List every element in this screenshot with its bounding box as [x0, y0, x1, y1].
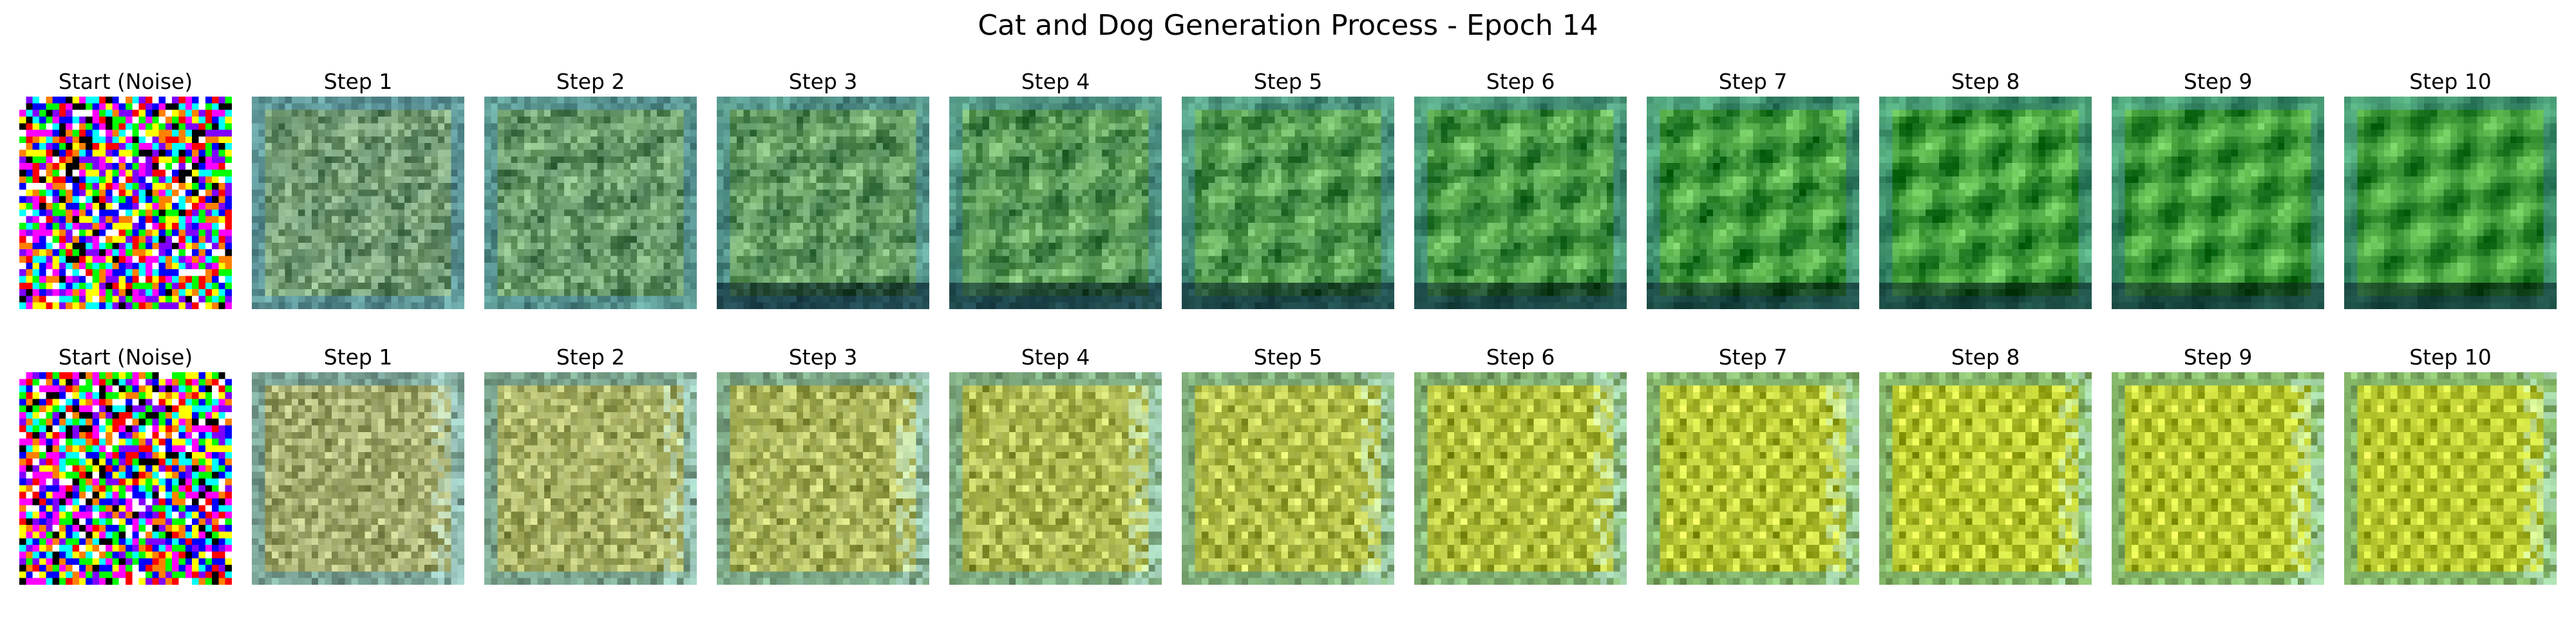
panel-row1-col8: Step 8 — [1879, 67, 2092, 309]
panel-title: Start (Noise) — [58, 69, 193, 94]
panel-title: Step 7 — [1718, 345, 1788, 370]
figure-title: Cat and Dog Generation Process - Epoch 1… — [978, 9, 1598, 42]
panel-title: Step 10 — [2409, 345, 2492, 370]
generated-image — [1647, 372, 1859, 585]
generated-image — [1647, 97, 1859, 309]
panel-row2-col3: Step 3 — [717, 343, 929, 585]
panel-title: Step 5 — [1253, 345, 1323, 370]
panel-row1-col1: Step 1 — [252, 67, 464, 309]
panel-row2-col2: Step 2 — [484, 343, 697, 585]
noise-image — [19, 372, 232, 585]
generated-image — [949, 372, 1162, 585]
panel-row1-col4: Step 4 — [949, 67, 1162, 309]
generated-image — [717, 372, 929, 585]
generated-image — [1879, 372, 2092, 585]
panel-title: Step 6 — [1486, 345, 1555, 370]
panel-title: Step 2 — [556, 69, 625, 94]
panel-row1-col2: Step 2 — [484, 67, 697, 309]
panel-title: Step 3 — [788, 69, 858, 94]
panel-row2-col0: Start (Noise) — [19, 343, 232, 585]
generated-image — [1879, 97, 2092, 309]
panel-title: Step 1 — [323, 69, 393, 94]
panel-row1-col9: Step 9 — [2112, 67, 2324, 309]
panel-title: Step 4 — [1021, 69, 1090, 94]
generated-image — [1414, 372, 1627, 585]
panel-row1-col5: Step 5 — [1182, 67, 1394, 309]
noise-image — [19, 97, 232, 309]
panel-row2-col9: Step 9 — [2112, 343, 2324, 585]
generated-image — [484, 372, 697, 585]
panel-title: Step 5 — [1253, 69, 1323, 94]
generated-image — [1182, 372, 1394, 585]
panel-row1-col6: Step 6 — [1414, 67, 1627, 309]
generated-image — [252, 372, 464, 585]
panel-title: Step 9 — [2183, 69, 2253, 94]
panel-title: Start (Noise) — [58, 345, 193, 370]
generated-image — [2344, 97, 2557, 309]
panel-title: Step 7 — [1718, 69, 1788, 94]
panel-row2-col6: Step 6 — [1414, 343, 1627, 585]
panel-row1-col7: Step 7 — [1647, 67, 1859, 309]
panel-row2-col5: Step 5 — [1182, 343, 1394, 585]
panel-title: Step 6 — [1486, 69, 1555, 94]
panel-row2-col10: Step 10 — [2344, 343, 2557, 585]
panel-row1-col3: Step 3 — [717, 67, 929, 309]
panel-title: Step 9 — [2183, 345, 2253, 370]
panel-title: Step 3 — [788, 345, 858, 370]
generated-image — [1182, 97, 1394, 309]
generated-image — [2112, 372, 2324, 585]
panel-title: Step 4 — [1021, 345, 1090, 370]
generated-image — [484, 97, 697, 309]
generated-image — [2344, 372, 2557, 585]
panel-title: Step 8 — [1951, 69, 2020, 94]
generated-image — [252, 97, 464, 309]
panel-row2-col8: Step 8 — [1879, 343, 2092, 585]
generated-image — [717, 97, 929, 309]
panel-title: Step 10 — [2409, 69, 2492, 94]
panel-title: Step 1 — [323, 345, 393, 370]
panel-row2-col7: Step 7 — [1647, 343, 1859, 585]
panel-title: Step 2 — [556, 345, 625, 370]
panel-row1-col10: Step 10 — [2344, 67, 2557, 309]
panel-row2-col1: Step 1 — [252, 343, 464, 585]
generated-image — [949, 97, 1162, 309]
panel-row2-col4: Step 4 — [949, 343, 1162, 585]
generated-image — [1414, 97, 1627, 309]
panel-title: Step 8 — [1951, 345, 2020, 370]
generated-image — [2112, 97, 2324, 309]
panel-row1-col0: Start (Noise) — [19, 67, 232, 309]
